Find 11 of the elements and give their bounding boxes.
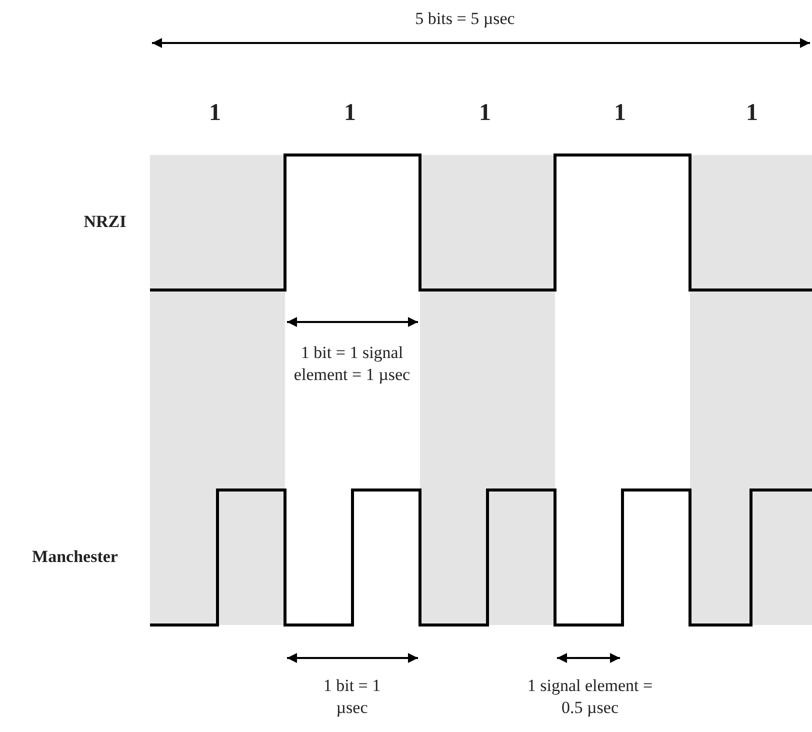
bit-value: 1 [208, 99, 222, 128]
signal-name: Manchester [31, 546, 119, 568]
dimension-text: 1 signal element = 0.5 µsec [526, 675, 654, 719]
bit-value: 1 [745, 99, 759, 128]
dimension-text: 5 bits = 5 µsec [414, 8, 516, 30]
bit-value: 1 [478, 99, 492, 128]
dimension-text: 1 bit = 1 signal element = 1 µsec [292, 342, 412, 386]
signal-name: NRZI [82, 211, 128, 233]
bit-value: 1 [343, 99, 357, 128]
bit-value: 1 [613, 99, 627, 128]
dimension-text: 1 bit = 1 µsec [322, 675, 382, 719]
